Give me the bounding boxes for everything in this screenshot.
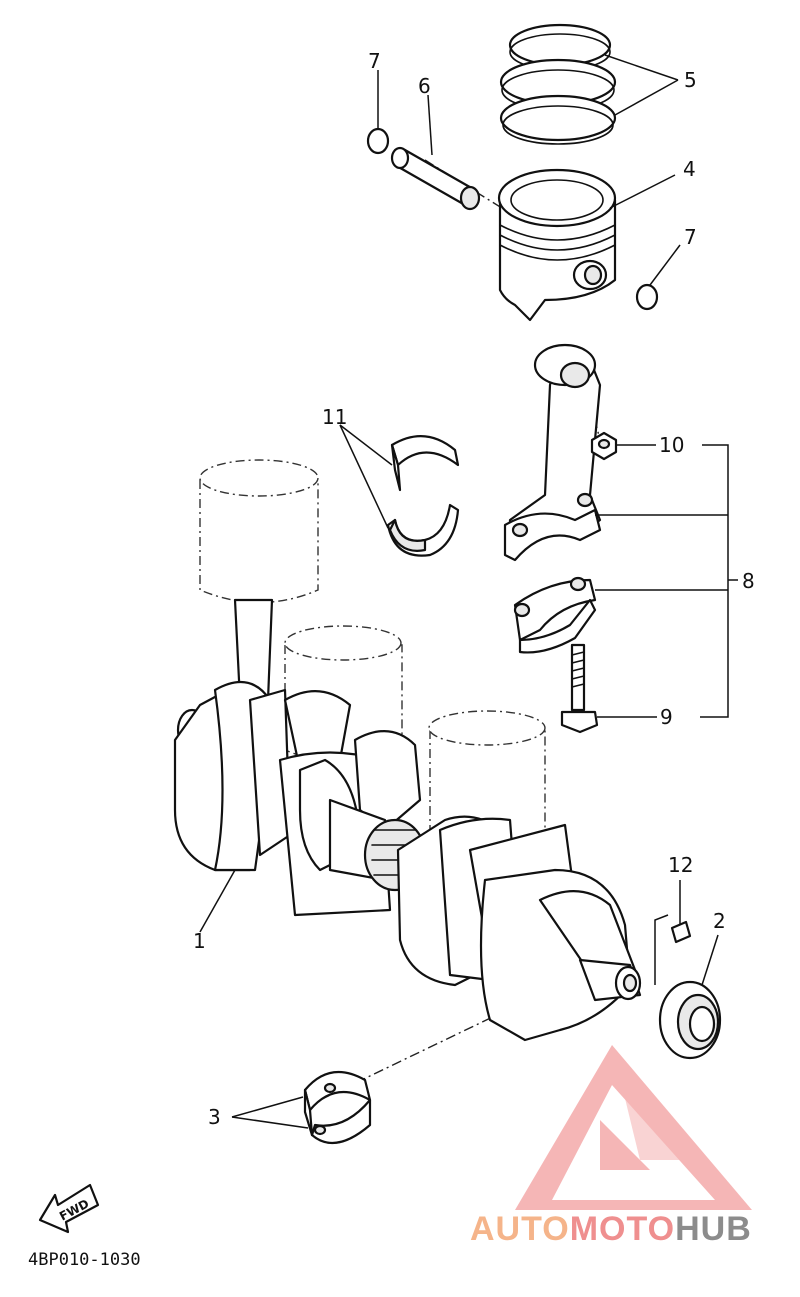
connecting-rod-cap bbox=[513, 576, 597, 654]
callout-1: 1 bbox=[193, 929, 206, 953]
watermark-brand: AUTOMOTOHUB bbox=[470, 1210, 752, 1249]
oil-seal bbox=[658, 980, 722, 1060]
ghost-piston-1 bbox=[199, 459, 319, 604]
rod-nut bbox=[590, 431, 618, 461]
big-end-bearing-lower bbox=[386, 503, 460, 557]
circlip-top bbox=[366, 127, 390, 155]
dowel-pin bbox=[654, 914, 692, 985]
big-end-bearing-upper bbox=[390, 435, 460, 492]
rod-bolt bbox=[560, 643, 599, 734]
piston-pin bbox=[390, 146, 481, 211]
brand-moto: MOTO bbox=[569, 1210, 676, 1248]
callout-6: 6 bbox=[418, 74, 431, 98]
connecting-rod bbox=[503, 343, 602, 562]
callout-10: 10 bbox=[659, 433, 684, 457]
callout-4: 4 bbox=[683, 157, 696, 181]
part-code: 4BP010-1030 bbox=[28, 1250, 141, 1270]
piston-rings bbox=[499, 23, 617, 145]
callout-7-top: 7 bbox=[368, 49, 381, 73]
callout-12: 12 bbox=[668, 853, 693, 877]
leader-lines bbox=[199, 54, 738, 1129]
crankshaft bbox=[173, 680, 642, 1042]
callout-8: 8 bbox=[742, 569, 755, 593]
piston bbox=[497, 168, 617, 322]
callout-7-right: 7 bbox=[684, 225, 697, 249]
callout-9: 9 bbox=[660, 705, 673, 729]
callout-3: 3 bbox=[208, 1105, 221, 1129]
fwd-arrow-icon: FWD bbox=[38, 1183, 100, 1234]
circlip-right bbox=[635, 283, 659, 311]
main-bearing bbox=[303, 1070, 372, 1145]
watermark-logo bbox=[515, 1045, 752, 1210]
callout-5: 5 bbox=[684, 68, 697, 92]
brand-auto: AUTO bbox=[470, 1210, 570, 1248]
callout-2: 2 bbox=[713, 909, 726, 933]
callout-11: 11 bbox=[322, 405, 347, 429]
brand-hub: HUB bbox=[675, 1210, 752, 1248]
